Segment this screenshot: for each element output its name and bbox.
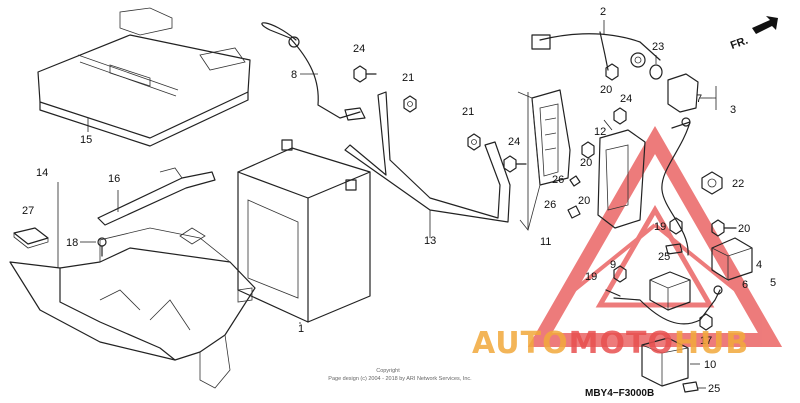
sub-harness[interactable] <box>531 20 661 71</box>
callout-20-b: 20 <box>580 157 592 169</box>
callout-4: 4 <box>756 259 762 271</box>
copyright-line2: Page design (c) 2004 - 2018 by ARI Netwo… <box>328 376 472 382</box>
bolt-19-a[interactable] <box>669 217 683 235</box>
callout-8: 8 <box>291 69 297 81</box>
fuse-holder[interactable] <box>641 337 700 387</box>
battery-positive-cable[interactable] <box>661 117 691 256</box>
copyright-notice: Copyright Page design (c) 2004 - 2018 by… <box>328 368 472 382</box>
callout-24-c: 24 <box>620 93 632 105</box>
callout-7: 7 <box>696 93 702 105</box>
watermark-logo: AUTOMOTOHUB <box>472 326 749 361</box>
callout-25-a: 25 <box>658 251 670 263</box>
bolt-26-b[interactable] <box>567 205 581 219</box>
battery[interactable] <box>237 139 371 324</box>
nut-21-mid[interactable] <box>467 133 481 151</box>
pad[interactable] <box>13 227 49 249</box>
callout-20-a: 20 <box>600 84 612 96</box>
callout-18: 18 <box>66 237 78 249</box>
callout-labels: 1 2 3 4 5 6 7 8 9 10 11 12 13 14 15 16 1… <box>22 6 776 395</box>
callout-12: 12 <box>594 126 606 138</box>
terminal-cover[interactable] <box>667 73 717 113</box>
callout-21-a: 21 <box>402 72 414 84</box>
bolt-17[interactable] <box>699 313 713 331</box>
callout-20-c: 20 <box>578 195 590 207</box>
callout-6: 6 <box>742 279 748 291</box>
callout-2: 2 <box>600 6 606 18</box>
callout-24-b: 24 <box>508 136 520 148</box>
callout-26-b: 26 <box>544 199 556 211</box>
battery-band[interactable] <box>97 167 216 226</box>
relay-center[interactable] <box>649 271 691 311</box>
callout-24-a: 24 <box>353 43 365 55</box>
bolt-26-a[interactable] <box>569 175 581 187</box>
watermark-auto: AUTO <box>472 326 569 361</box>
callout-27: 27 <box>22 205 34 217</box>
bolt-20-right[interactable] <box>711 219 737 237</box>
callout-25-b: 25 <box>708 383 720 395</box>
battery-tray[interactable] <box>9 182 256 389</box>
watermark-moto: MOTO <box>569 326 674 361</box>
battery-stay[interactable] <box>344 91 511 238</box>
callout-20-d: 20 <box>738 223 750 235</box>
bolt-18[interactable] <box>80 237 107 257</box>
bolt-24-right[interactable] <box>613 107 627 125</box>
callout-3: 3 <box>730 104 736 116</box>
battery-cable[interactable] <box>261 22 366 121</box>
watermark-triangle <box>527 125 783 347</box>
callout-19-b: 19 <box>585 271 597 283</box>
callout-15: 15 <box>80 134 92 146</box>
bolt-24-mid[interactable] <box>503 155 527 173</box>
fuse-box[interactable] <box>517 89 571 231</box>
callout-16: 16 <box>108 173 120 185</box>
callout-26-a: 26 <box>552 174 564 186</box>
bolt-20-top[interactable] <box>605 63 619 81</box>
callout-14: 14 <box>36 167 48 179</box>
front-direction-arrow <box>752 16 778 34</box>
bolt-19-b[interactable] <box>613 265 627 283</box>
callout-11: 11 <box>540 236 551 248</box>
copyright-line1: Copyright <box>376 368 400 374</box>
grommet-23[interactable] <box>649 55 663 80</box>
callout-13: 13 <box>424 235 436 247</box>
callout-10: 10 <box>704 359 716 371</box>
callout-5: 5 <box>770 277 776 289</box>
bolt-20-mid[interactable] <box>581 141 595 159</box>
callout-23: 23 <box>652 41 664 53</box>
battery-cover[interactable] <box>37 7 251 147</box>
clip-25-top[interactable] <box>665 243 683 255</box>
callout-17: 17 <box>700 335 712 347</box>
starter-relay[interactable] <box>597 119 646 229</box>
callout-21-b: 21 <box>462 106 474 118</box>
clip-25-bottom[interactable] <box>682 381 706 393</box>
relay-right[interactable] <box>711 237 753 281</box>
diagram-code: MBY4−F3000B <box>585 388 654 399</box>
front-marker: FR. <box>729 35 750 52</box>
callout-9: 9 <box>610 259 616 271</box>
grommet-22[interactable] <box>701 171 723 195</box>
nut-21-top[interactable] <box>403 95 417 113</box>
bolt-24-top[interactable] <box>353 65 377 83</box>
callout-1: 1 <box>298 323 304 335</box>
watermark-hub: HUB <box>674 326 749 361</box>
callout-19-a: 19 <box>654 221 666 233</box>
callout-22: 22 <box>732 178 744 190</box>
